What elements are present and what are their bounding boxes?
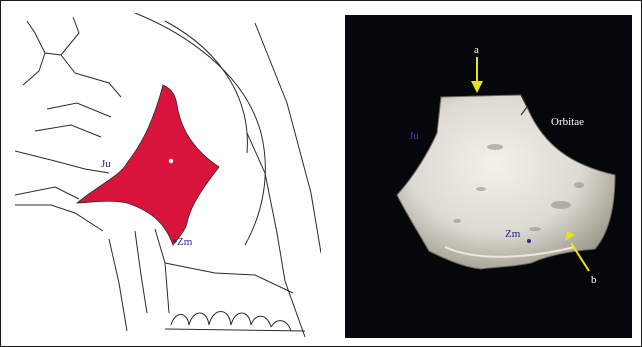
label-zm: Zm — [177, 236, 193, 248]
label-a: a — [474, 44, 479, 56]
skull-line-drawing-panel: Ju Zm — [15, 13, 321, 337]
bone-render-panel: a b Ju Orbitae Zm — [345, 15, 632, 338]
label-ju-render: Ju — [409, 130, 419, 142]
label-ju: Ju — [101, 158, 111, 170]
zygomatic-highlight — [77, 85, 219, 245]
label-zm-render: Zm — [505, 228, 521, 240]
skull-drawing: Ju Zm — [15, 13, 321, 337]
bone-render: a b Ju Orbitae Zm — [345, 15, 632, 338]
label-b: b — [591, 274, 597, 286]
arrow-a-head — [471, 81, 483, 93]
foramen-mark — [169, 159, 173, 163]
label-orbitae: Orbitae — [551, 116, 584, 128]
zm-render-marker — [527, 239, 531, 243]
